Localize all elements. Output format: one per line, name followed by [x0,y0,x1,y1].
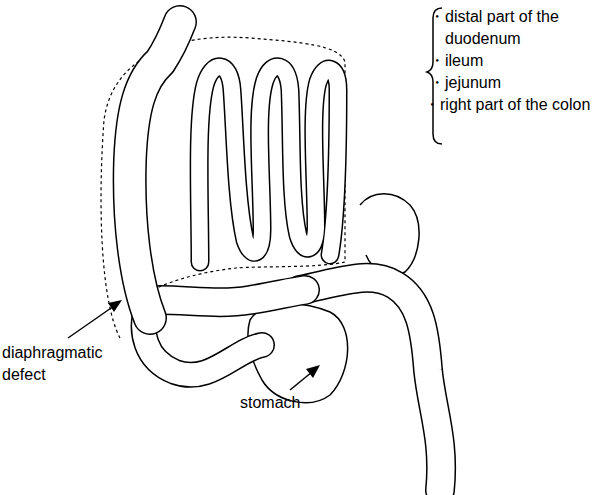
transverse-colon [160,290,305,302]
organ-list-item: ・ileum [429,50,595,72]
pointer-arrow [68,300,122,338]
pointer-arrow [290,365,320,390]
callout-label: stomach [240,392,330,414]
colon-left [300,278,441,490]
small-intestine [199,67,338,262]
organ-list-item: ・right part of the colon [424,94,595,116]
organ-list-item: ・distal part of the duodenum [429,6,595,50]
callout-label: diaphragmatic defect [2,342,122,386]
organ-list-item: ・jejunum [429,72,595,94]
organ-shape [360,194,419,275]
right-colon [130,22,180,318]
